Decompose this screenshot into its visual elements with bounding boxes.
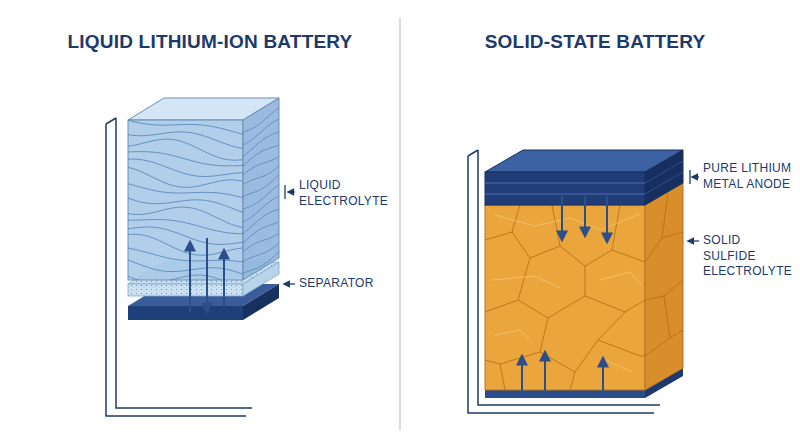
liquid-wave: [243, 195, 283, 222]
liquid-wave: [128, 272, 243, 280]
liquid-wave: [243, 118, 283, 145]
liquid-wave: [128, 247, 243, 263]
frame-bracket: [468, 156, 654, 413]
panel-divider: [399, 18, 401, 430]
frame-bracket: [106, 118, 116, 124]
liquid-wave: [128, 132, 243, 149]
panel-title: SOLID-STATE BATTERY: [400, 30, 790, 55]
liquid-wave: [243, 272, 283, 299]
part-label: SEPARATOR: [299, 276, 394, 292]
solid-electrolyte-block: [485, 183, 683, 390]
part-label: SOLID SULFIDE ELECTROLYTE: [703, 233, 787, 280]
leader-arrow: [688, 170, 699, 241]
frame-bracket: [116, 118, 252, 408]
frame-bracket: [468, 150, 478, 156]
current-collector-plate: [128, 284, 279, 320]
part-label: PURE LITHIUM METAL ANODE: [703, 161, 795, 192]
liquid-wave: [128, 182, 243, 200]
panel-title: LIQUID LITHIUM-ION BATTERY: [10, 30, 410, 55]
panel-title: SOLID-STATE BATTERY: [400, 30, 790, 55]
liquid-wave: [243, 249, 283, 274]
liquid-wave: [128, 139, 243, 160]
liquid-wave: [243, 153, 283, 174]
liquid-electrolyte-container: [120, 98, 283, 301]
ion-arrow: [522, 196, 607, 392]
liquid-wave: [128, 257, 243, 276]
liquid-wave: [128, 166, 243, 187]
liquid-wave: [128, 195, 243, 214]
part-label: LIQUID ELECTROLYTE: [299, 178, 391, 209]
liquid-wave: [243, 239, 283, 261]
liquid-wave: [128, 120, 243, 136]
liquid-wave: [243, 143, 283, 166]
part-label: SOLID SULFIDE ELECTROLYTE: [703, 233, 787, 280]
liquid-wave: [243, 172, 283, 197]
part-label: LIQUID ELECTROLYTE: [299, 178, 391, 209]
liquid-wave: [243, 105, 283, 132]
liquid-wave: [128, 207, 243, 228]
liquid-wave: [243, 220, 283, 243]
panel-title: LIQUID LITHIUM-ION BATTERY: [10, 30, 410, 55]
leader-arrow: [284, 185, 295, 284]
liquid-wave: [243, 182, 283, 209]
liquid-wave: [243, 259, 283, 286]
liquid-wave: [243, 230, 283, 251]
part-label: PURE LITHIUM METAL ANODE: [703, 161, 795, 192]
part-label: SEPARATOR: [299, 276, 394, 292]
liquid-wave: [243, 162, 283, 184]
liquid-wave: [243, 131, 283, 157]
ion-arrow: [190, 238, 224, 312]
liquid-wave: [243, 208, 283, 234]
frame-bracket: [478, 150, 660, 405]
liquid-wave: [128, 152, 243, 166]
